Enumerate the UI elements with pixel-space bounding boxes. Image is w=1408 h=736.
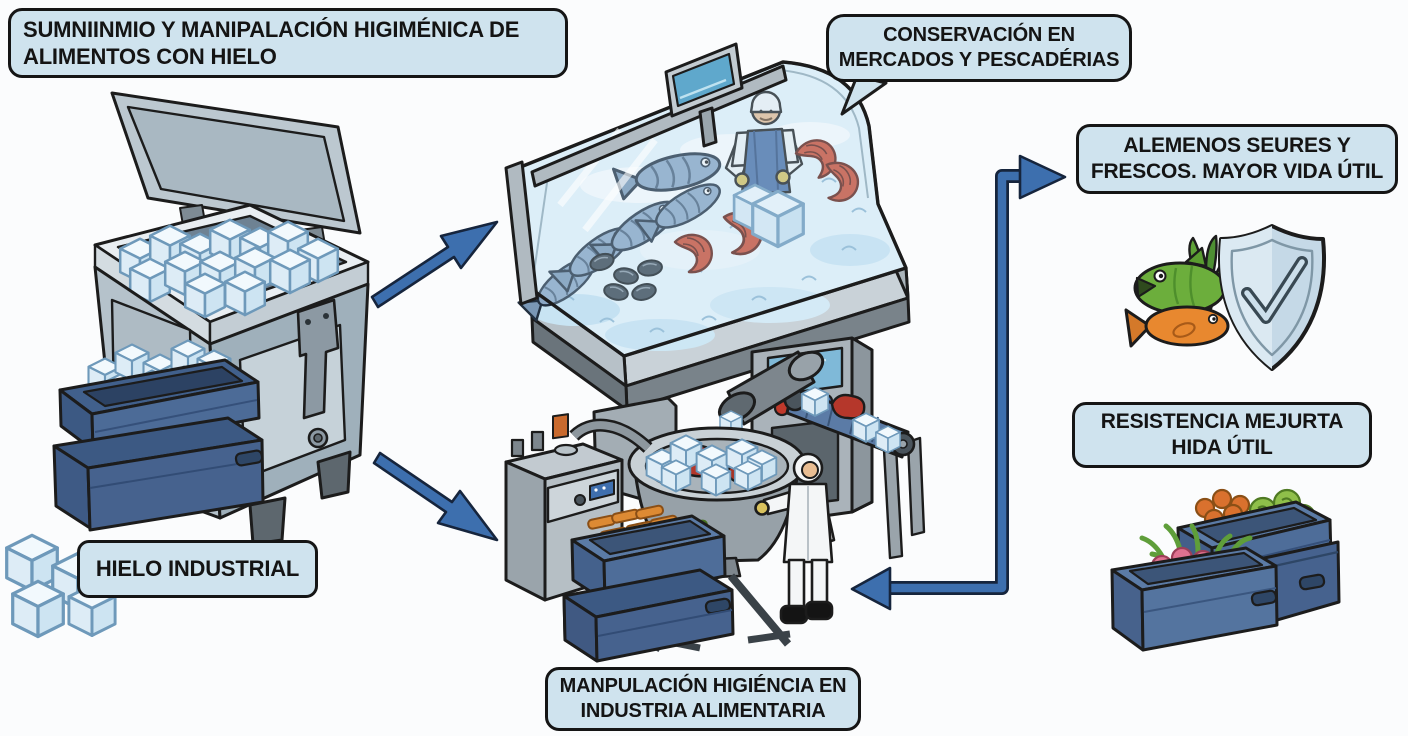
benefits-box: ALEMENOS SEURES Y FRESCOS. MAYOR VIDA ÚT…	[1076, 124, 1398, 194]
fish-counter-illustration	[504, 42, 911, 412]
title-box: SUMNIINMIO Y MANIPALACIÓN HIGIMÉNICA DE …	[8, 8, 568, 78]
machine-illustration	[504, 336, 926, 663]
resistance-box: RESISTENCIA MEJURTA HIDA ÚTIL	[1072, 402, 1372, 468]
fresh-food-shield-check-icon	[1124, 224, 1326, 371]
crate-radishes	[1110, 523, 1279, 652]
connector-arrow-icon	[850, 154, 1067, 611]
conveyor-belt	[783, 386, 926, 560]
machine-crates	[562, 504, 735, 663]
ice-supply-box: HIELO INDUSTRIAL	[77, 540, 318, 598]
meat-on-belt	[830, 393, 866, 420]
ice-chest-lid	[110, 91, 362, 249]
ice-crates-illustration	[5, 339, 265, 639]
conservation-bubble: CONSERVACIÓN EN MERCADOS Y PESCADÉRIAS	[826, 14, 1132, 82]
shield-check-icon	[1218, 224, 1326, 371]
vegetable-crates-illustration	[1110, 488, 1341, 652]
orange-fish-icon	[1124, 305, 1230, 348]
flow-arrows	[370, 154, 1067, 611]
ice-chest-illustration	[93, 91, 370, 546]
arrow-chest-to-industry-icon	[372, 451, 499, 542]
counter-sign	[664, 42, 744, 148]
handling-box: MANPULACIÓN HIGIÉNCIA EN INDUSTRIA ALIME…	[545, 667, 861, 731]
fishmonger-worker	[724, 90, 804, 196]
arrow-chest-to-market-icon	[370, 220, 499, 309]
machine-worker	[754, 452, 836, 625]
